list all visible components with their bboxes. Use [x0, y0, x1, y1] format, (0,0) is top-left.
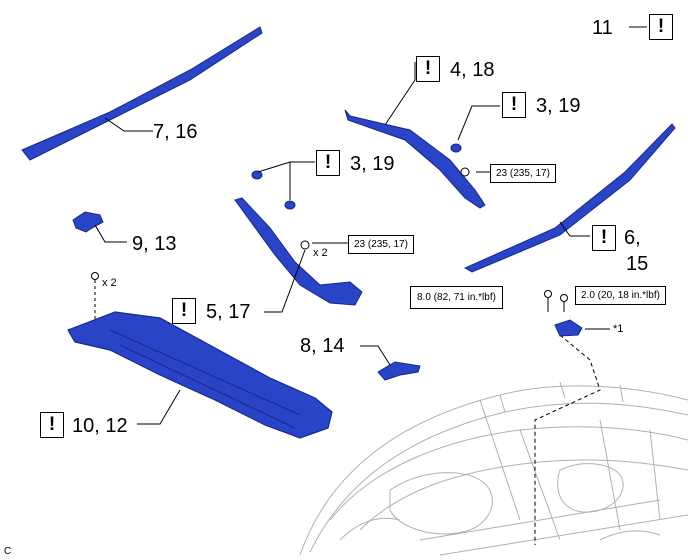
- quantity-cowl: x 2: [102, 277, 117, 289]
- part-left-wiper-arm: [234, 197, 363, 306]
- label-11: 11: [592, 17, 613, 39]
- label-8-14: 8, 14: [300, 335, 345, 357]
- cowl-panel-ribs: [109, 329, 301, 429]
- part-wiper-arm-cap-left-b: [284, 200, 296, 210]
- quantity-left-arm: x 2: [313, 247, 328, 259]
- nut-icon: [91, 167, 568, 302]
- part-wiper-arm-cap-right: [450, 143, 462, 153]
- label-4-18: 4, 18: [450, 59, 495, 81]
- label-7-16: 7, 16: [153, 121, 198, 143]
- part-bracket: [554, 319, 583, 337]
- part-cowl-clip: [72, 211, 104, 233]
- torque-spec-left-arm: 23 (235, 17): [348, 235, 414, 254]
- exclamation-box-icon: !: [502, 92, 526, 118]
- part-cowl-top-ventilator-louver: [67, 311, 333, 439]
- label-10-12: 10, 12: [72, 415, 128, 437]
- label-star-1: *1: [613, 323, 624, 335]
- engine-compartment-sketch: [299, 381, 688, 556]
- exclamation-box-icon: !: [172, 298, 196, 324]
- torque-spec-bracket-bolt: 8.0 (82, 71 in.*lbf): [410, 286, 503, 309]
- bracket-location-leader: [534, 334, 601, 545]
- figure-code: C: [4, 546, 12, 557]
- part-cowl-side-seal: [463, 123, 676, 273]
- torque-spec-right-arm: 23 (235, 17): [490, 164, 556, 183]
- exclamation-box-icon: !: [416, 56, 440, 82]
- label-3-19-lower: 3, 19: [350, 153, 395, 175]
- label-3-19-upper: 3, 19: [536, 95, 581, 117]
- exclamation-box-icon: !: [316, 150, 340, 176]
- torque-spec-bracket-nut: 2.0 (20, 18 in.*lbf): [575, 286, 666, 305]
- leader-lines: [94, 26, 647, 425]
- label-5-17: 5, 17: [206, 301, 251, 323]
- part-right-wiper-arm: [344, 109, 486, 209]
- label-6: 6,: [624, 227, 641, 249]
- part-wiper-arm-cap-left-a: [251, 170, 263, 180]
- label-9-13: 9, 13: [132, 233, 177, 255]
- label-15: 15: [626, 253, 649, 275]
- part-cowl-top-ventilator-panel-small: [377, 361, 421, 381]
- exclamation-box-icon: !: [40, 412, 64, 438]
- part-hood-to-cowl-seal: [21, 26, 263, 161]
- exclamation-box-icon: !: [592, 225, 616, 251]
- exclamation-box-icon: !: [649, 14, 673, 40]
